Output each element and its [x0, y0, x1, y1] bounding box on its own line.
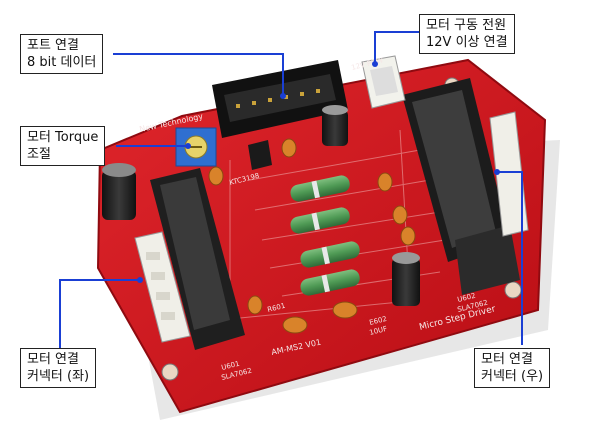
callout-left-connector: 모터 연결 커넥터 (좌): [20, 348, 97, 388]
callout-power: 모터 구동 전원 12V 이상 연결: [419, 14, 515, 54]
left-ic-face: [160, 177, 230, 330]
right-motor-connector: [489, 111, 529, 237]
callout-lines: [59, 31, 523, 348]
callout-torque-line2: 조절: [27, 147, 51, 162]
idc-pins: [236, 89, 320, 108]
mounting-hole: [504, 281, 522, 299]
electrolytic-capacitor: [322, 105, 348, 146]
mounting-hole: [161, 363, 179, 381]
power-resistor: [300, 241, 360, 268]
callout-port-line1: 포트 연결: [27, 38, 79, 53]
idc-header-socket: [224, 74, 336, 122]
electrolytic-capacitor: [392, 252, 420, 306]
callout-power-line1: 모터 구동 전원: [426, 18, 507, 33]
callout-torque-line1: 모터 Torque: [27, 130, 99, 145]
right-ic-tab: [455, 225, 520, 295]
power-resistor: [290, 207, 350, 234]
callout-left-connector-line1: 모터 연결: [27, 352, 79, 367]
callout-right-connector: 모터 연결 커넥터 (우): [474, 348, 551, 388]
callout-left-connector-line2: 커넥터 (좌): [27, 369, 90, 384]
callout-power-line2: 12V 이상 연결: [426, 35, 508, 50]
callout-port: 포트 연결 8 bit 데이터: [20, 34, 104, 74]
ceramic-capacitors: [208, 138, 416, 334]
callout-right-connector-line2: 커넥터 (우): [481, 369, 544, 384]
torque-trimpot: [175, 127, 217, 167]
callout-port-line2: 8 bit 데이터: [27, 55, 97, 70]
transistor: [248, 140, 272, 170]
callout-right-connector-line1: 모터 연결: [481, 352, 533, 367]
power-resistor: [300, 269, 360, 296]
callout-torque: 모터 Torque 조절: [20, 126, 106, 166]
left-connector-slots: [146, 252, 175, 320]
power-connector-socket: [370, 66, 398, 96]
callout-dots: [137, 61, 500, 283]
electrolytic-capacitor: [102, 163, 136, 220]
power-resistor: [290, 175, 350, 202]
right-ic-face: [412, 90, 496, 248]
